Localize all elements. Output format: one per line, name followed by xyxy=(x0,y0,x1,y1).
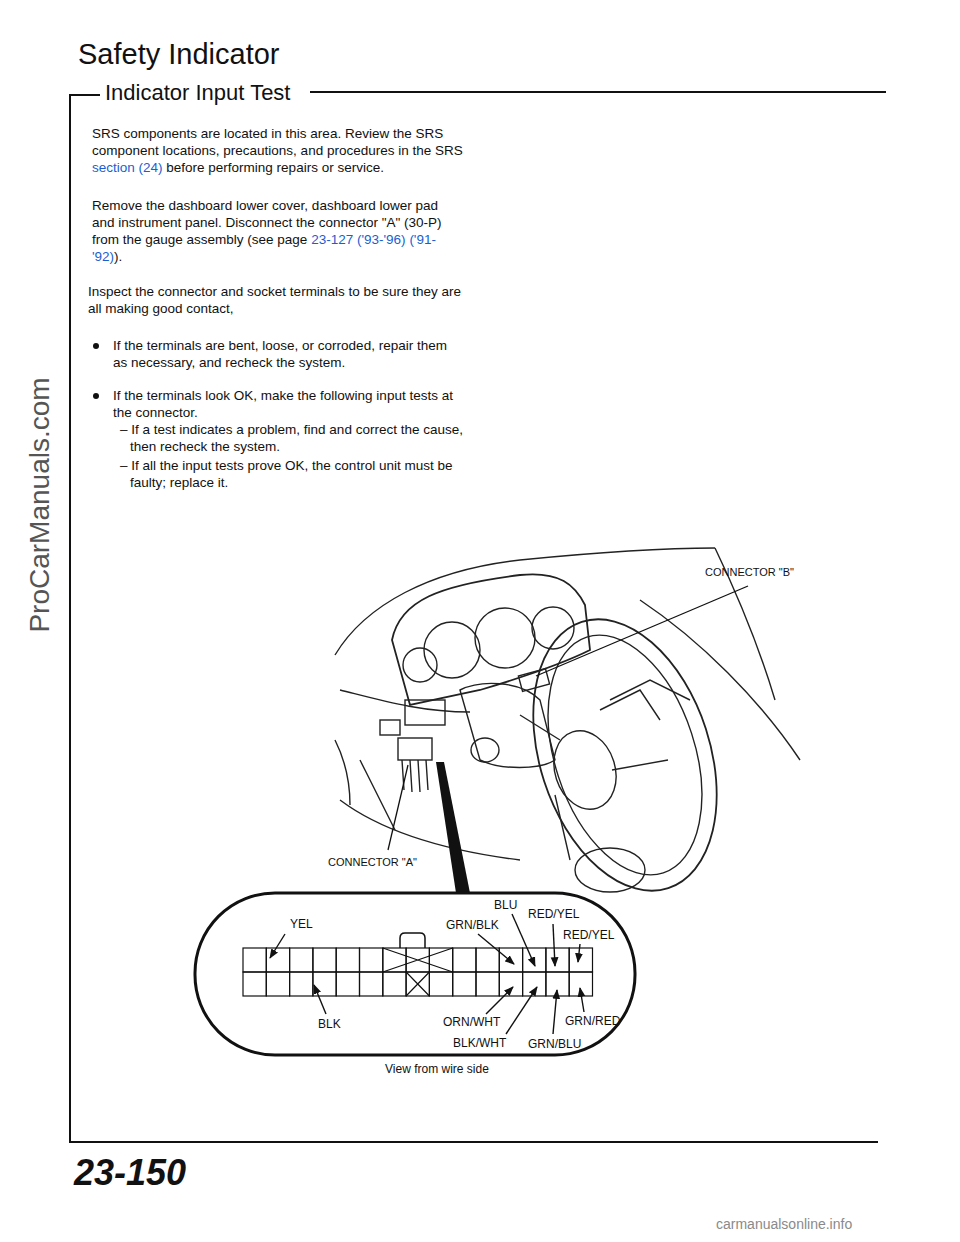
terminal-cavity xyxy=(313,948,336,972)
watermark: carmanualsonline.info xyxy=(716,1216,852,1232)
bullet xyxy=(93,343,99,349)
terminal-cavity xyxy=(453,948,476,972)
terminal-cavity xyxy=(243,972,266,996)
paragraph-block: Remove the dashboard lower cover, dashbo… xyxy=(92,198,464,266)
sub-item: – If all the input tests prove OK, the c… xyxy=(120,458,452,490)
paragraph: before performing repairs or service. xyxy=(166,160,384,175)
leader-arrow xyxy=(580,988,584,1012)
connector-pointer xyxy=(436,762,470,893)
wire-color: GRN/RED xyxy=(565,1014,620,1028)
page-frame xyxy=(70,92,886,1142)
leader-line xyxy=(388,765,408,850)
terminal-cavity xyxy=(290,948,313,972)
terminal-cavity xyxy=(546,948,569,972)
paragraph: Inspect the connector and socket termina… xyxy=(88,284,461,316)
terminal-cavity xyxy=(476,972,499,996)
terminal-cavity xyxy=(243,948,266,972)
leader-line xyxy=(536,586,748,676)
terminal-cavity xyxy=(290,972,313,996)
paragraph-block: SRS components are located in this area.… xyxy=(92,126,464,177)
terminal-cavity xyxy=(476,948,499,972)
leader-arrow xyxy=(270,934,285,958)
bullet-text-block: If the terminals look OK, make the follo… xyxy=(113,388,461,422)
connector-name: CONNECTOR "B" xyxy=(705,566,794,578)
terminal-cavity xyxy=(360,948,383,972)
wire-color: RED/YEL xyxy=(528,907,579,921)
section-heading: Indicator Input Test xyxy=(105,80,291,105)
section-heading-block: Indicator Input Test xyxy=(105,79,291,107)
terminal-cavity xyxy=(523,948,546,972)
bullet-text-block: If the terminals are bent, loose, or cor… xyxy=(113,338,461,372)
wire-color: GRN/BLU xyxy=(528,1037,581,1051)
terminal-cavity xyxy=(453,972,476,996)
watermark: ProCarManuals.com xyxy=(24,377,56,632)
connector-name: CONNECTOR "A" xyxy=(328,856,417,868)
sub-item-block: – If a test indicates a problem, find an… xyxy=(120,422,472,456)
wire-color: BLK/WHT xyxy=(453,1036,506,1050)
terminal-cavity xyxy=(266,948,289,972)
bullet xyxy=(93,393,99,399)
leader-arrow xyxy=(512,914,535,966)
wire-color: RED/YEL xyxy=(563,928,614,942)
leader-arrow xyxy=(553,924,555,966)
terminal-cavity xyxy=(406,972,429,996)
leader-arrow xyxy=(578,944,580,962)
leader-arrow xyxy=(553,990,557,1034)
wire-color: GRN/BLK xyxy=(446,918,499,932)
connector-face xyxy=(195,893,635,1055)
paragraph: section (24) xyxy=(92,160,163,175)
terminal-cavity xyxy=(569,948,592,972)
wire-color: YEL xyxy=(290,917,313,931)
wire-color: BLK xyxy=(318,1017,341,1031)
paragraph-block: Inspect the connector and socket termina… xyxy=(88,284,464,318)
terminal-cavity xyxy=(499,972,522,996)
blank-cavity xyxy=(383,948,453,972)
wire-leaders xyxy=(270,914,584,1034)
leader-arrow xyxy=(478,934,514,964)
leader-arrow xyxy=(506,987,537,1034)
leader-arrow xyxy=(486,987,513,1014)
terminal-cavity xyxy=(266,972,289,996)
wire-color: BLU xyxy=(494,898,517,912)
blank-cavity xyxy=(406,972,429,996)
terminal-cavity xyxy=(499,948,522,972)
bullet-text: If the terminals look OK, make the follo… xyxy=(113,388,453,420)
terminal-cavity xyxy=(336,948,359,972)
leader-arrow xyxy=(314,985,326,1014)
bullet-text: If the terminals are bent, loose, or cor… xyxy=(113,338,447,370)
paragraph: 23-127 ('93-'96) xyxy=(311,232,405,247)
terminal-cavity xyxy=(383,972,406,996)
page-number: 23-150 xyxy=(74,1152,186,1194)
terminal-cavity xyxy=(546,972,569,996)
terminal-cavity xyxy=(429,972,452,996)
terminal-cavity xyxy=(336,972,359,996)
sub-item-block: – If all the input tests prove OK, the c… xyxy=(120,458,472,492)
sub-item: – If a test indicates a problem, find an… xyxy=(120,422,463,454)
paragraph: ). xyxy=(114,249,122,264)
terminal-cavity xyxy=(360,972,383,996)
page-title: Safety Indicator xyxy=(78,38,280,71)
paragraph: SRS components are located in this area.… xyxy=(92,126,463,158)
view-note: View from wire side xyxy=(385,1062,489,1076)
wire-color: ORN/WHT xyxy=(443,1015,500,1029)
